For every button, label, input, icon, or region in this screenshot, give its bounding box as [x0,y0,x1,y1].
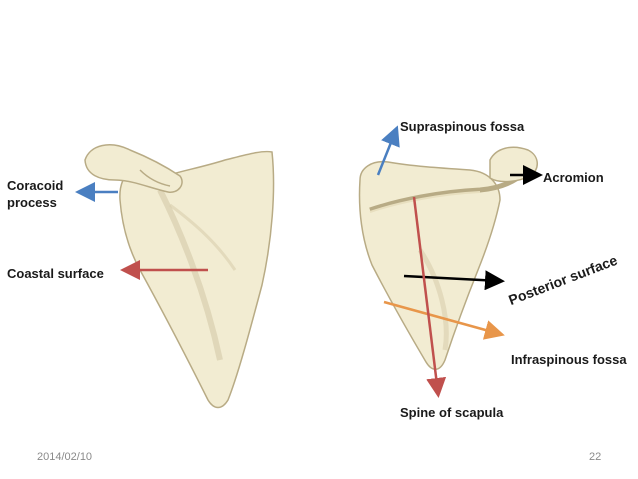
supraspinous-arrow [376,125,400,176]
scapula-posterior-view [358,146,538,370]
coracoid-label-line2: process [7,195,57,210]
coracoid-process-label: Coracoid process [7,177,67,211]
coastal-surface-label: Coastal surface [7,266,104,281]
scapula-anterior-view [84,144,275,409]
coracoid-label-line1: Coracoid [7,178,64,193]
posterior-surface-arrow [403,270,505,291]
infraspinous-fossa-label: Infraspinous fossa [511,352,627,367]
supraspinous-fossa-label: Supraspinous fossa [400,119,525,134]
infraspinous-arrow [383,300,505,340]
spine-of-scapula-label: Spine of scapula [400,405,504,420]
spine-of-scapula-arrow [412,196,447,398]
acromion-label: Acromion [543,170,604,185]
footer-date: 2014/02/10 [37,451,93,463]
footer-page-number: 22 [589,451,602,463]
